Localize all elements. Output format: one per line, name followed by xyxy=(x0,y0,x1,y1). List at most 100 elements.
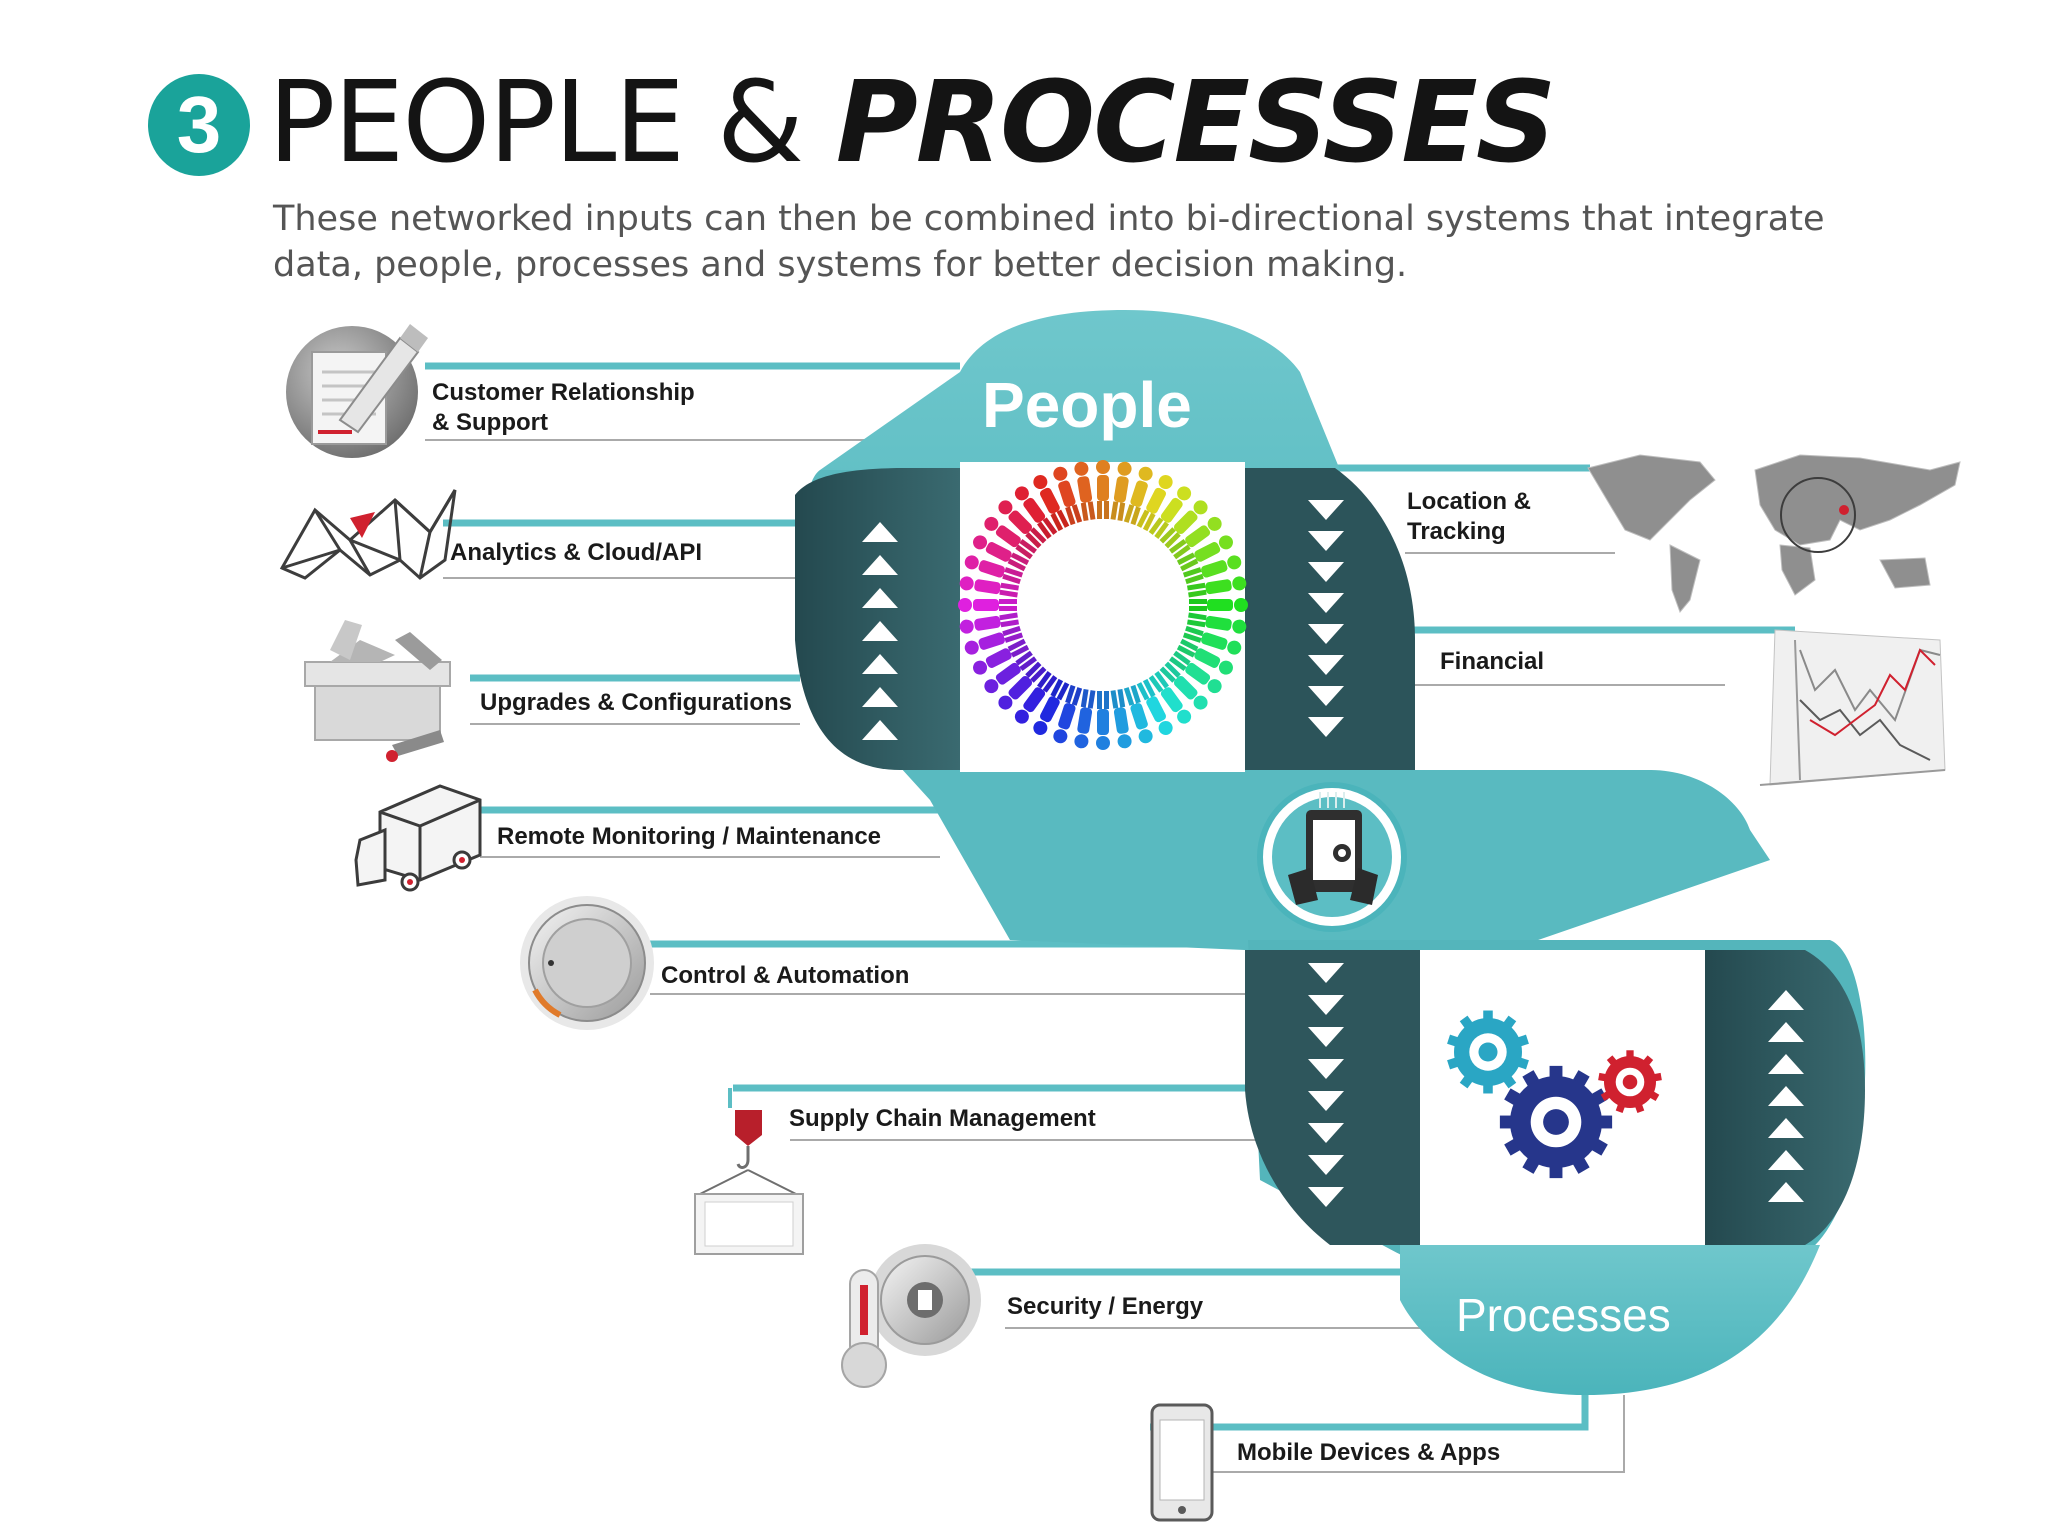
gear xyxy=(1499,1065,1613,1179)
person-figure xyxy=(1123,684,1153,744)
person-figure xyxy=(1169,650,1222,694)
gear xyxy=(1447,1010,1529,1094)
person-figure xyxy=(1176,638,1233,675)
person-figure xyxy=(1182,555,1242,585)
person-figure xyxy=(1187,576,1247,598)
flow-arrow xyxy=(1768,1150,1804,1170)
flow-arrow xyxy=(1308,500,1344,520)
person-figure xyxy=(1159,661,1208,710)
person-figure xyxy=(959,612,1019,634)
person-figure xyxy=(998,661,1047,710)
flow-arrow xyxy=(862,555,898,575)
crane-hook-icon xyxy=(694,1088,804,1255)
person-figure xyxy=(959,576,1019,598)
person-figure xyxy=(973,535,1030,572)
label-security-energy: Security / Energy xyxy=(1007,1293,1204,1320)
person-figure xyxy=(964,625,1024,655)
title-people: PEOPLE & xyxy=(268,58,836,188)
person-figure xyxy=(958,598,1017,612)
person-figure xyxy=(1136,678,1173,735)
person-figure xyxy=(964,555,1024,585)
flow-arrow xyxy=(1308,1027,1344,1047)
flow-arrow xyxy=(1308,995,1344,1015)
page-title: PEOPLE & PROCESSES xyxy=(268,58,1557,188)
flow-arrow xyxy=(1768,1054,1804,1074)
person-figure xyxy=(1123,466,1153,526)
person-figure xyxy=(984,650,1037,694)
person-figure xyxy=(1096,691,1110,750)
flow-arrow xyxy=(1768,1022,1804,1042)
person-figure xyxy=(1110,689,1132,749)
flow-arrow xyxy=(1308,1091,1344,1111)
flow-arrow xyxy=(1308,963,1344,983)
dial-knob-icon xyxy=(520,896,654,1030)
person-figure xyxy=(1176,535,1233,572)
person-figure xyxy=(1136,475,1173,532)
gears-icon xyxy=(1447,1010,1662,1179)
person-figure xyxy=(1033,678,1070,735)
people-circle-icon xyxy=(958,460,1248,750)
person-figure xyxy=(998,500,1047,549)
document-pen-icon xyxy=(286,324,428,458)
toolbox-icon xyxy=(304,620,451,762)
person-figure xyxy=(1074,461,1096,521)
label-supply-chain: Supply Chain Management xyxy=(789,1105,1096,1132)
stock-chart-icon xyxy=(1759,629,1946,786)
person-figure xyxy=(984,516,1037,560)
world-map-icon xyxy=(1587,454,1961,613)
label-financial: Financial xyxy=(1440,648,1545,675)
processes-band-label: Processes xyxy=(1456,1289,1671,1341)
person-figure xyxy=(1182,625,1242,655)
person-figure xyxy=(1053,684,1083,744)
flow-arrow xyxy=(862,621,898,641)
label-control-automation: Control & Automation xyxy=(661,962,910,989)
flow-arrow xyxy=(1308,1187,1344,1207)
flow-arrow xyxy=(862,588,898,608)
smartphone-icon xyxy=(1150,1403,1214,1522)
person-figure xyxy=(1110,461,1132,521)
person-figure xyxy=(1159,500,1208,549)
person-figure xyxy=(1169,516,1222,560)
page-subtitle: These networked inputs can then be combi… xyxy=(273,199,1825,285)
network-mesh-icon xyxy=(279,489,457,580)
label-analytics-cloud: Analytics & Cloud/API xyxy=(450,539,703,566)
person-figure xyxy=(1074,689,1096,749)
flow-arrow xyxy=(1768,1086,1804,1106)
person-figure xyxy=(1148,486,1192,539)
flow-arrow xyxy=(1768,1118,1804,1138)
connector-lines xyxy=(425,362,1795,1473)
person-figure xyxy=(1096,460,1110,519)
person-figure xyxy=(1189,598,1248,612)
lock-thermometer-icon xyxy=(841,1244,981,1388)
truck-icon xyxy=(354,784,482,892)
person-figure xyxy=(1014,486,1058,539)
flow-arrow xyxy=(1308,1123,1344,1143)
label-mobile-devices: Mobile Devices & Apps xyxy=(1237,1439,1501,1466)
person-figure xyxy=(973,638,1030,675)
flow-arrow xyxy=(1768,990,1804,1010)
flow-arrow xyxy=(1308,1155,1344,1175)
person-figure xyxy=(1148,671,1192,724)
flow-arrow xyxy=(862,654,898,674)
flow-arrow xyxy=(1308,562,1344,582)
flow-arrow xyxy=(862,720,898,740)
flow-arrow xyxy=(1308,593,1344,613)
flow-arrow xyxy=(1308,1059,1344,1079)
flow-arrow xyxy=(1308,655,1344,675)
step-number-badge: 3 xyxy=(148,74,250,176)
gear xyxy=(1598,1050,1662,1114)
flow-arrow xyxy=(862,687,898,707)
flow-arrow xyxy=(1768,1182,1804,1202)
flow-arrow xyxy=(1308,686,1344,706)
label-upgrades-configurations: Upgrades & Configurations xyxy=(480,689,793,716)
tablet-touch-icon xyxy=(1257,782,1407,932)
label-location-tracking: Location & Tracking xyxy=(1407,488,1531,545)
flow-arrow xyxy=(1308,717,1344,737)
person-figure xyxy=(1053,466,1083,526)
title-processes: PROCESSES xyxy=(835,58,1557,188)
people-band-label: People xyxy=(982,369,1192,441)
flow-arrow xyxy=(862,522,898,542)
flow-arrow xyxy=(1308,531,1344,551)
